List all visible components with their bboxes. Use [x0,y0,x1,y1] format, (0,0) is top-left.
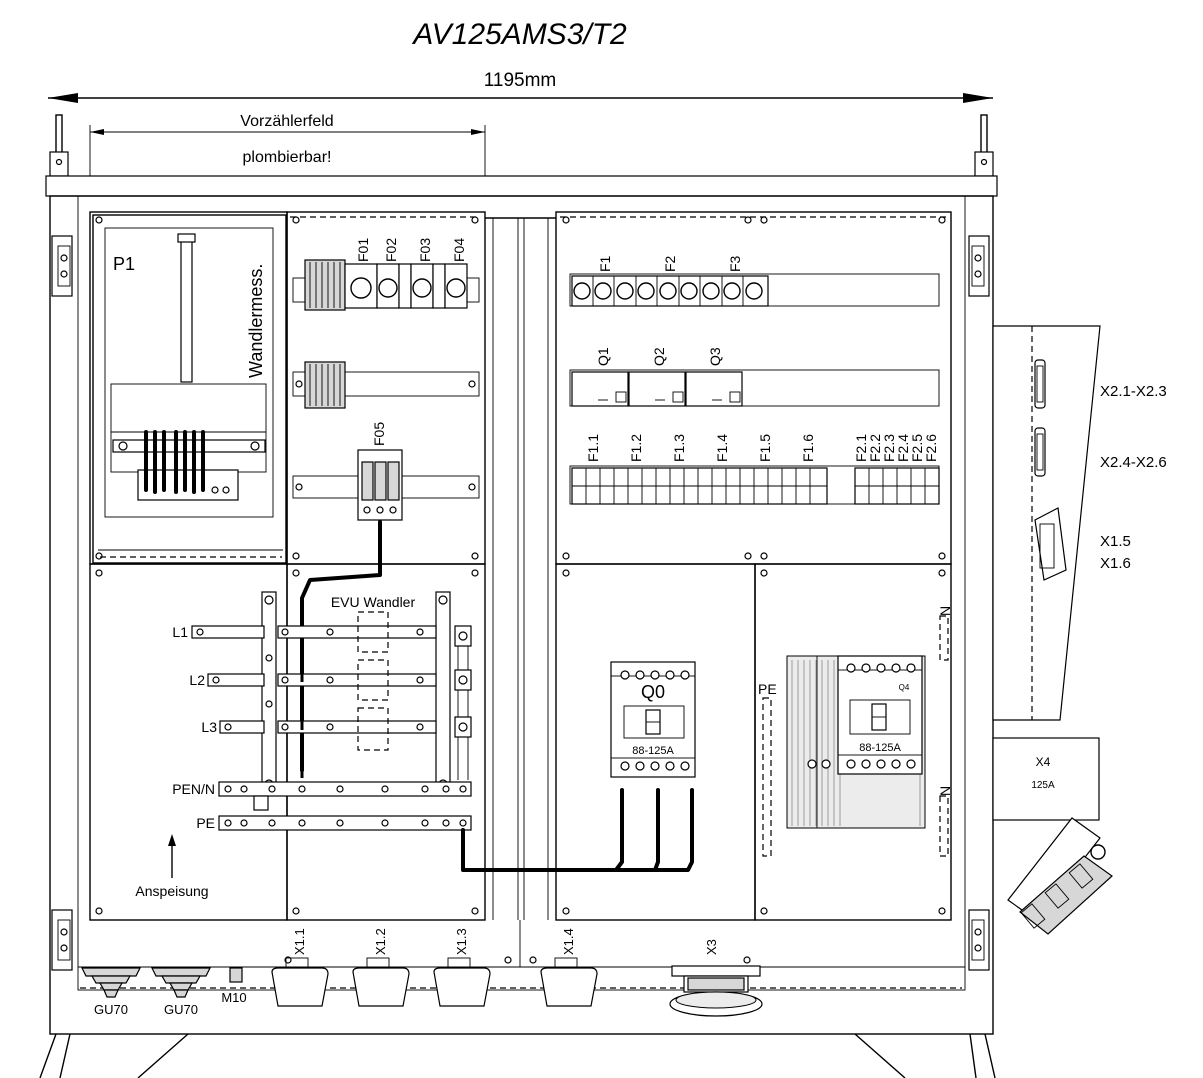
width-dimension: 1195mm [48,70,993,103]
pe-n-rails: PE N N [758,606,953,857]
meter-field-sublabel: plombierbar! [243,149,332,166]
n-rail-label: N [937,786,953,796]
diagram-title: AV125AMS3/T2 [411,18,627,51]
mcb-label: F1.4 [714,434,730,462]
rcd-label: Q2 [651,347,667,366]
mcb-label: F2.1 [853,434,869,462]
feed-label: Anspeisung [135,883,208,899]
gland-label: GU70 [164,1002,198,1017]
second-switch-id: Q4 [899,683,910,692]
mcb-label: F2.6 [923,434,939,462]
cee-outlet-rating: 125A [1031,780,1055,791]
side-outlet-housing: X4 125A [992,325,1113,935]
bottom-plinth [78,920,965,1017]
mcb-label: F2.5 [909,434,925,462]
connector-label: X1.3 [454,928,469,955]
fuse-label: F2 [662,255,678,272]
mcb-label: F1.2 [628,434,644,462]
main-switch-rating: 88-125A [632,745,674,757]
outlet-label: X2.1-X2.3 [1100,383,1167,400]
cee-outlet-id: X4 [1036,755,1051,769]
busbar-label-pe: PE [196,815,215,831]
gland-label: M10 [221,990,246,1005]
mcb-label: F2.3 [881,434,897,462]
meter-field-dimension: Vorzählerfeld plombierbar! [89,113,486,176]
outlet-label: X1.5 [1100,533,1131,550]
connector-label: X1.2 [373,928,388,955]
mcb-label: F1.6 [800,434,816,462]
second-switch-rating: 88-125A [859,742,901,754]
second-switch-q4: Q4 88-125A [786,655,926,829]
fuse-label: F01 [355,238,371,262]
rcd-rail [569,369,940,407]
mcb-rail [569,465,940,505]
mounting-plates [89,211,952,921]
transformer-label: EVU Wandler [331,594,416,610]
connector-label: X1.1 [292,928,307,955]
fuse-label: F03 [417,238,433,262]
meter-panel-label: Wandlermess. [246,264,266,378]
busbar-label-l2: L2 [189,672,205,688]
top-fuse-rail [292,259,480,311]
n-rail-label: N [937,606,953,616]
fuse-label: F04 [451,238,467,262]
connector-label: X1.4 [561,928,576,955]
surge-protector-label: F05 [371,422,387,446]
feed-arrow: Anspeisung [135,834,209,899]
main-switch-id: Q0 [641,682,665,702]
fuse-label: F1 [597,255,613,272]
meter-panel-id: P1 [113,254,135,274]
outlet-label: X1.6 [1100,555,1131,572]
connector-label: X3 [704,939,719,955]
mcb-label: F1.3 [671,434,687,462]
mcb-label: F2.4 [895,434,911,462]
fuse-label: F3 [727,255,743,272]
busbar-label-pen: PEN/N [172,781,215,797]
main-switch-q0: Q0 88-125A [610,661,696,778]
cabinet-housing [39,114,998,1078]
busbar-label-l3: L3 [201,719,217,735]
busbar-section: EVU Wandler [191,591,472,831]
terminal-rail [292,361,480,409]
meter-panel-p1: P1 Wandlermess. [92,214,287,564]
rcd-label: Q3 [707,347,723,366]
mcb-label: F1.5 [757,434,773,462]
meter-field-label: Vorzählerfeld [240,113,333,130]
right-top-fuses [569,273,940,307]
width-label: 1195mm [484,70,557,91]
outlet-label: X2.4-X2.6 [1100,454,1167,471]
surge-protector-f05: F05 [292,422,480,521]
busbar-label-l1: L1 [172,624,188,640]
mcb-label: F1.1 [585,434,601,462]
pe-rail-label: PE [758,681,777,697]
gland-label: GU70 [94,1002,128,1017]
mcb-label: F2.2 [867,434,883,462]
rcd-label: Q1 [595,347,611,366]
fuse-label: F02 [383,238,399,262]
